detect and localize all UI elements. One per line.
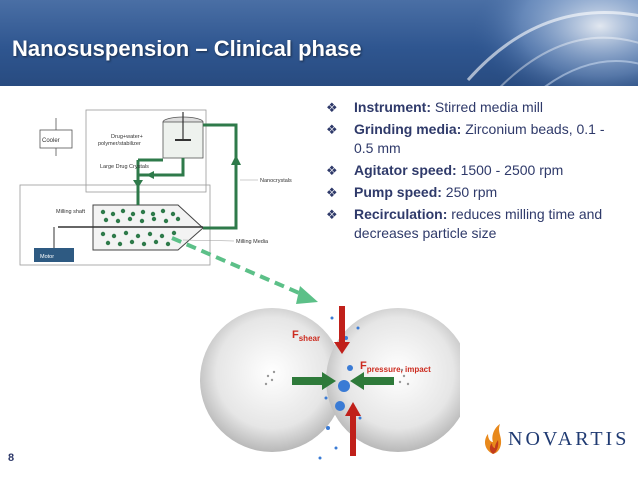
spec-bullet-list: ❖Instrument: Stirred media mill ❖Grindin… bbox=[322, 98, 622, 246]
force-pressure-label: Fpressure, impact bbox=[360, 360, 431, 375]
bullet-agitator-speed: ❖Agitator speed: 1500 - 2500 rpm bbox=[326, 162, 564, 178]
drug-polymer-label: Drug+water+polymer/stabilizer bbox=[98, 134, 143, 147]
diamond-bullet-icon: ❖ bbox=[326, 122, 338, 137]
bead-forces-illustration bbox=[200, 306, 460, 460]
bullet-pump-speed: ❖Pump speed: 250 rpm bbox=[326, 184, 498, 200]
motor-label: Motor bbox=[40, 254, 54, 260]
flame-icon bbox=[485, 424, 502, 454]
diamond-bullet-icon: ❖ bbox=[326, 207, 338, 222]
bead-texture bbox=[264, 368, 410, 386]
bullet-instrument: ❖Instrument: Stirred media mill bbox=[326, 99, 544, 115]
drug-particles bbox=[318, 316, 362, 460]
decorative-swirl bbox=[466, 0, 638, 86]
nanocrystals-label: Nanocrystals bbox=[260, 178, 292, 184]
diamond-bullet-icon: ❖ bbox=[326, 185, 338, 200]
milling-shaft-label: Milling shaft bbox=[56, 209, 86, 215]
diamond-bullet-icon: ❖ bbox=[326, 163, 338, 178]
motor-box bbox=[34, 248, 74, 262]
slide-title: Nanosuspension – Clinical phase bbox=[12, 36, 362, 61]
milling-media-label: Milling Media bbox=[236, 239, 269, 245]
milling-beads bbox=[100, 208, 181, 247]
mill-apparatus-diagram: Cooler Drug+water+polymer/stabilizer Lar… bbox=[19, 109, 292, 266]
diamond-bullet-icon: ❖ bbox=[326, 100, 338, 115]
novartis-logo: NOVARTIS bbox=[480, 420, 630, 460]
slide-header: Nanosuspension – Clinical phase bbox=[0, 0, 638, 86]
large-crystals-label: Large Drug Crystals bbox=[100, 164, 149, 170]
bullet-recirculation: ❖Recirculation: reduces milling time and… bbox=[326, 206, 603, 241]
bullet-grinding-media: ❖Grinding media: Zirconium beads, 0.1 - … bbox=[326, 121, 605, 156]
page-number: 8 bbox=[8, 452, 15, 464]
force-shear-label: Fshear bbox=[292, 329, 321, 344]
cooler-label: Cooler bbox=[42, 138, 60, 144]
